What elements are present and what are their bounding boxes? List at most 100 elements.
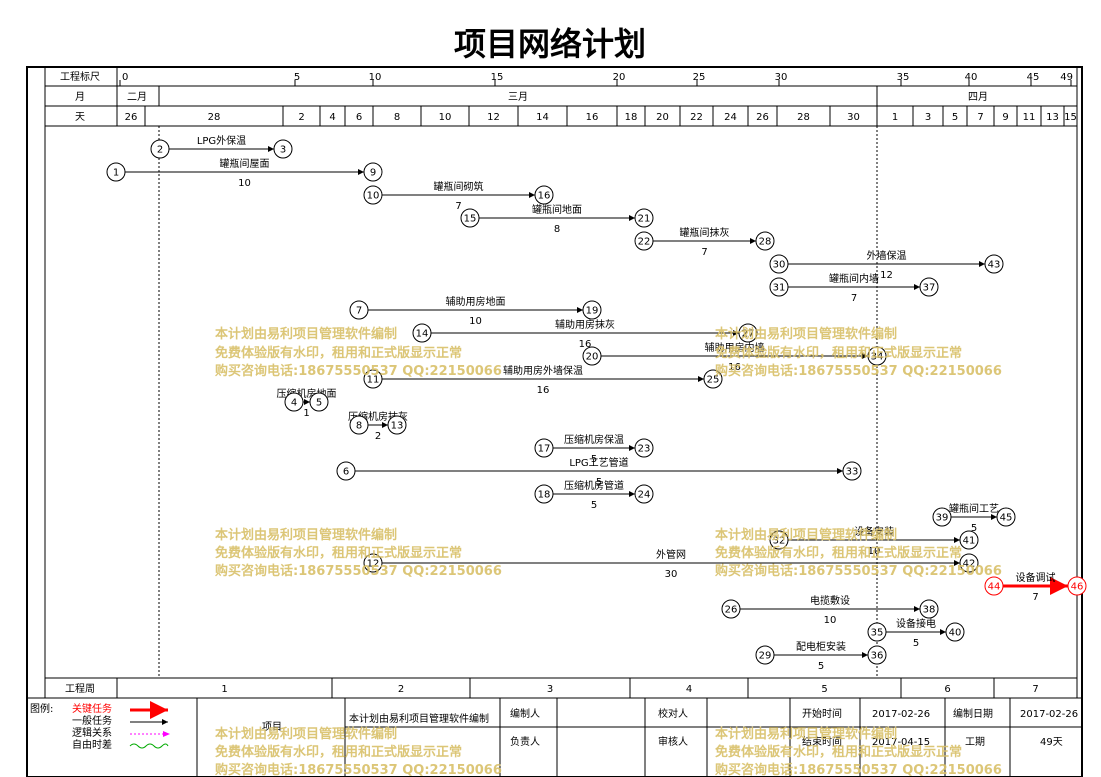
network-node[interactable]: 24: [634, 484, 654, 504]
network-node[interactable]: 45: [996, 507, 1016, 527]
date-value: 2017-02-26: [1020, 709, 1078, 720]
network-node[interactable]: 23: [634, 438, 654, 458]
network-node[interactable]: 30: [769, 254, 789, 274]
duration-value: 49天: [1040, 737, 1063, 748]
outer-frame: [26, 66, 1083, 777]
node-number: 7: [356, 306, 362, 317]
network-node[interactable]: 7: [349, 300, 369, 320]
network-node[interactable]: 4: [284, 392, 304, 412]
network-node[interactable]: 12: [363, 553, 383, 573]
task-duration: 5: [971, 523, 977, 534]
network-node[interactable]: 29: [755, 645, 775, 665]
network-node[interactable]: 8: [349, 415, 369, 435]
network-node[interactable]: 19: [582, 300, 602, 320]
node-number: 37: [923, 283, 936, 294]
task-duration: 7: [455, 201, 461, 212]
network-node[interactable]: 27: [738, 323, 758, 343]
network-node[interactable]: 2: [150, 139, 170, 159]
network-node[interactable]: 16: [534, 185, 554, 205]
task-duration: 7: [701, 247, 707, 258]
network-node[interactable]: 14: [412, 323, 432, 343]
task-label: 设备安装: [854, 525, 894, 538]
day-cell: 11: [1023, 112, 1036, 123]
network-node[interactable]: 44: [984, 576, 1004, 596]
day-cell: 15: [1064, 112, 1077, 123]
month-cell: 四月: [968, 91, 988, 103]
network-node[interactable]: 20: [582, 346, 602, 366]
network-node[interactable]: 6: [336, 461, 356, 481]
svg-text:免费体验版有水印，租用和正式版显示正常: 免费体验版有水印，租用和正式版显示正常: [715, 744, 962, 760]
network-node[interactable]: 41: [959, 530, 979, 550]
node-number: 39: [936, 513, 949, 524]
week-cell: 1: [221, 684, 227, 695]
network-node[interactable]: 15: [460, 208, 480, 228]
node-number: 18: [538, 490, 551, 501]
task-duration: 10: [238, 178, 251, 189]
node-number: 21: [638, 214, 651, 225]
network-node[interactable]: 1: [106, 162, 126, 182]
network-node[interactable]: 21: [634, 208, 654, 228]
network-node[interactable]: 9: [363, 162, 383, 182]
task-label: 压缩机房管道: [564, 479, 624, 492]
svg-text:免费体验版有水印，租用和正式版显示正常: 免费体验版有水印，租用和正式版显示正常: [215, 345, 462, 361]
network-node[interactable]: 40: [945, 622, 965, 642]
network-node[interactable]: 39: [932, 507, 952, 527]
network-node[interactable]: 42: [959, 553, 979, 573]
network-node[interactable]: 18: [534, 484, 554, 504]
network-node[interactable]: 36: [867, 645, 887, 665]
task-label: 外管网: [656, 548, 686, 561]
legend-float-label: 自由时差: [72, 738, 112, 751]
day-cell: 16: [586, 112, 599, 123]
network-node[interactable]: 22: [634, 231, 654, 251]
network-node[interactable]: 43: [984, 254, 1004, 274]
svg-text:免费体验版有水印，租用和正式版显示正常: 免费体验版有水印，租用和正式版显示正常: [215, 744, 462, 760]
end-label: 结束时间: [802, 735, 842, 748]
network-node[interactable]: 10: [363, 185, 383, 205]
network-node[interactable]: 13: [387, 415, 407, 435]
task-arrow[interactable]: LPG外保温: [169, 134, 274, 152]
network-node[interactable]: 34: [867, 346, 887, 366]
network-node[interactable]: 17: [534, 438, 554, 458]
project-label: 项目: [262, 721, 282, 733]
network-node[interactable]: 35: [867, 622, 887, 642]
network-node[interactable]: 25: [703, 369, 723, 389]
network-node[interactable]: 46: [1067, 576, 1087, 596]
scale-tick: 0: [122, 72, 128, 83]
network-node[interactable]: 5: [309, 392, 329, 412]
task-duration: 12: [880, 270, 893, 281]
network-node[interactable]: 31: [769, 277, 789, 297]
network-node[interactable]: 33: [842, 461, 862, 481]
network-node[interactable]: 38: [919, 599, 939, 619]
network-node[interactable]: 11: [363, 369, 383, 389]
network-node[interactable]: 37: [919, 277, 939, 297]
node-number: 27: [742, 329, 755, 340]
day-cell: 2: [298, 112, 304, 123]
network-node[interactable]: 32: [769, 530, 789, 550]
svg-text:免费体验版有水印，租用和正式版显示正常: 免费体验版有水印，租用和正式版显示正常: [715, 345, 962, 361]
network-node[interactable]: 28: [755, 231, 775, 251]
checker-label: 校对人: [658, 707, 688, 720]
legend-logic-label: 逻辑关系: [72, 726, 112, 739]
network-node[interactable]: 3: [273, 139, 293, 159]
network-node[interactable]: 26: [721, 599, 741, 619]
